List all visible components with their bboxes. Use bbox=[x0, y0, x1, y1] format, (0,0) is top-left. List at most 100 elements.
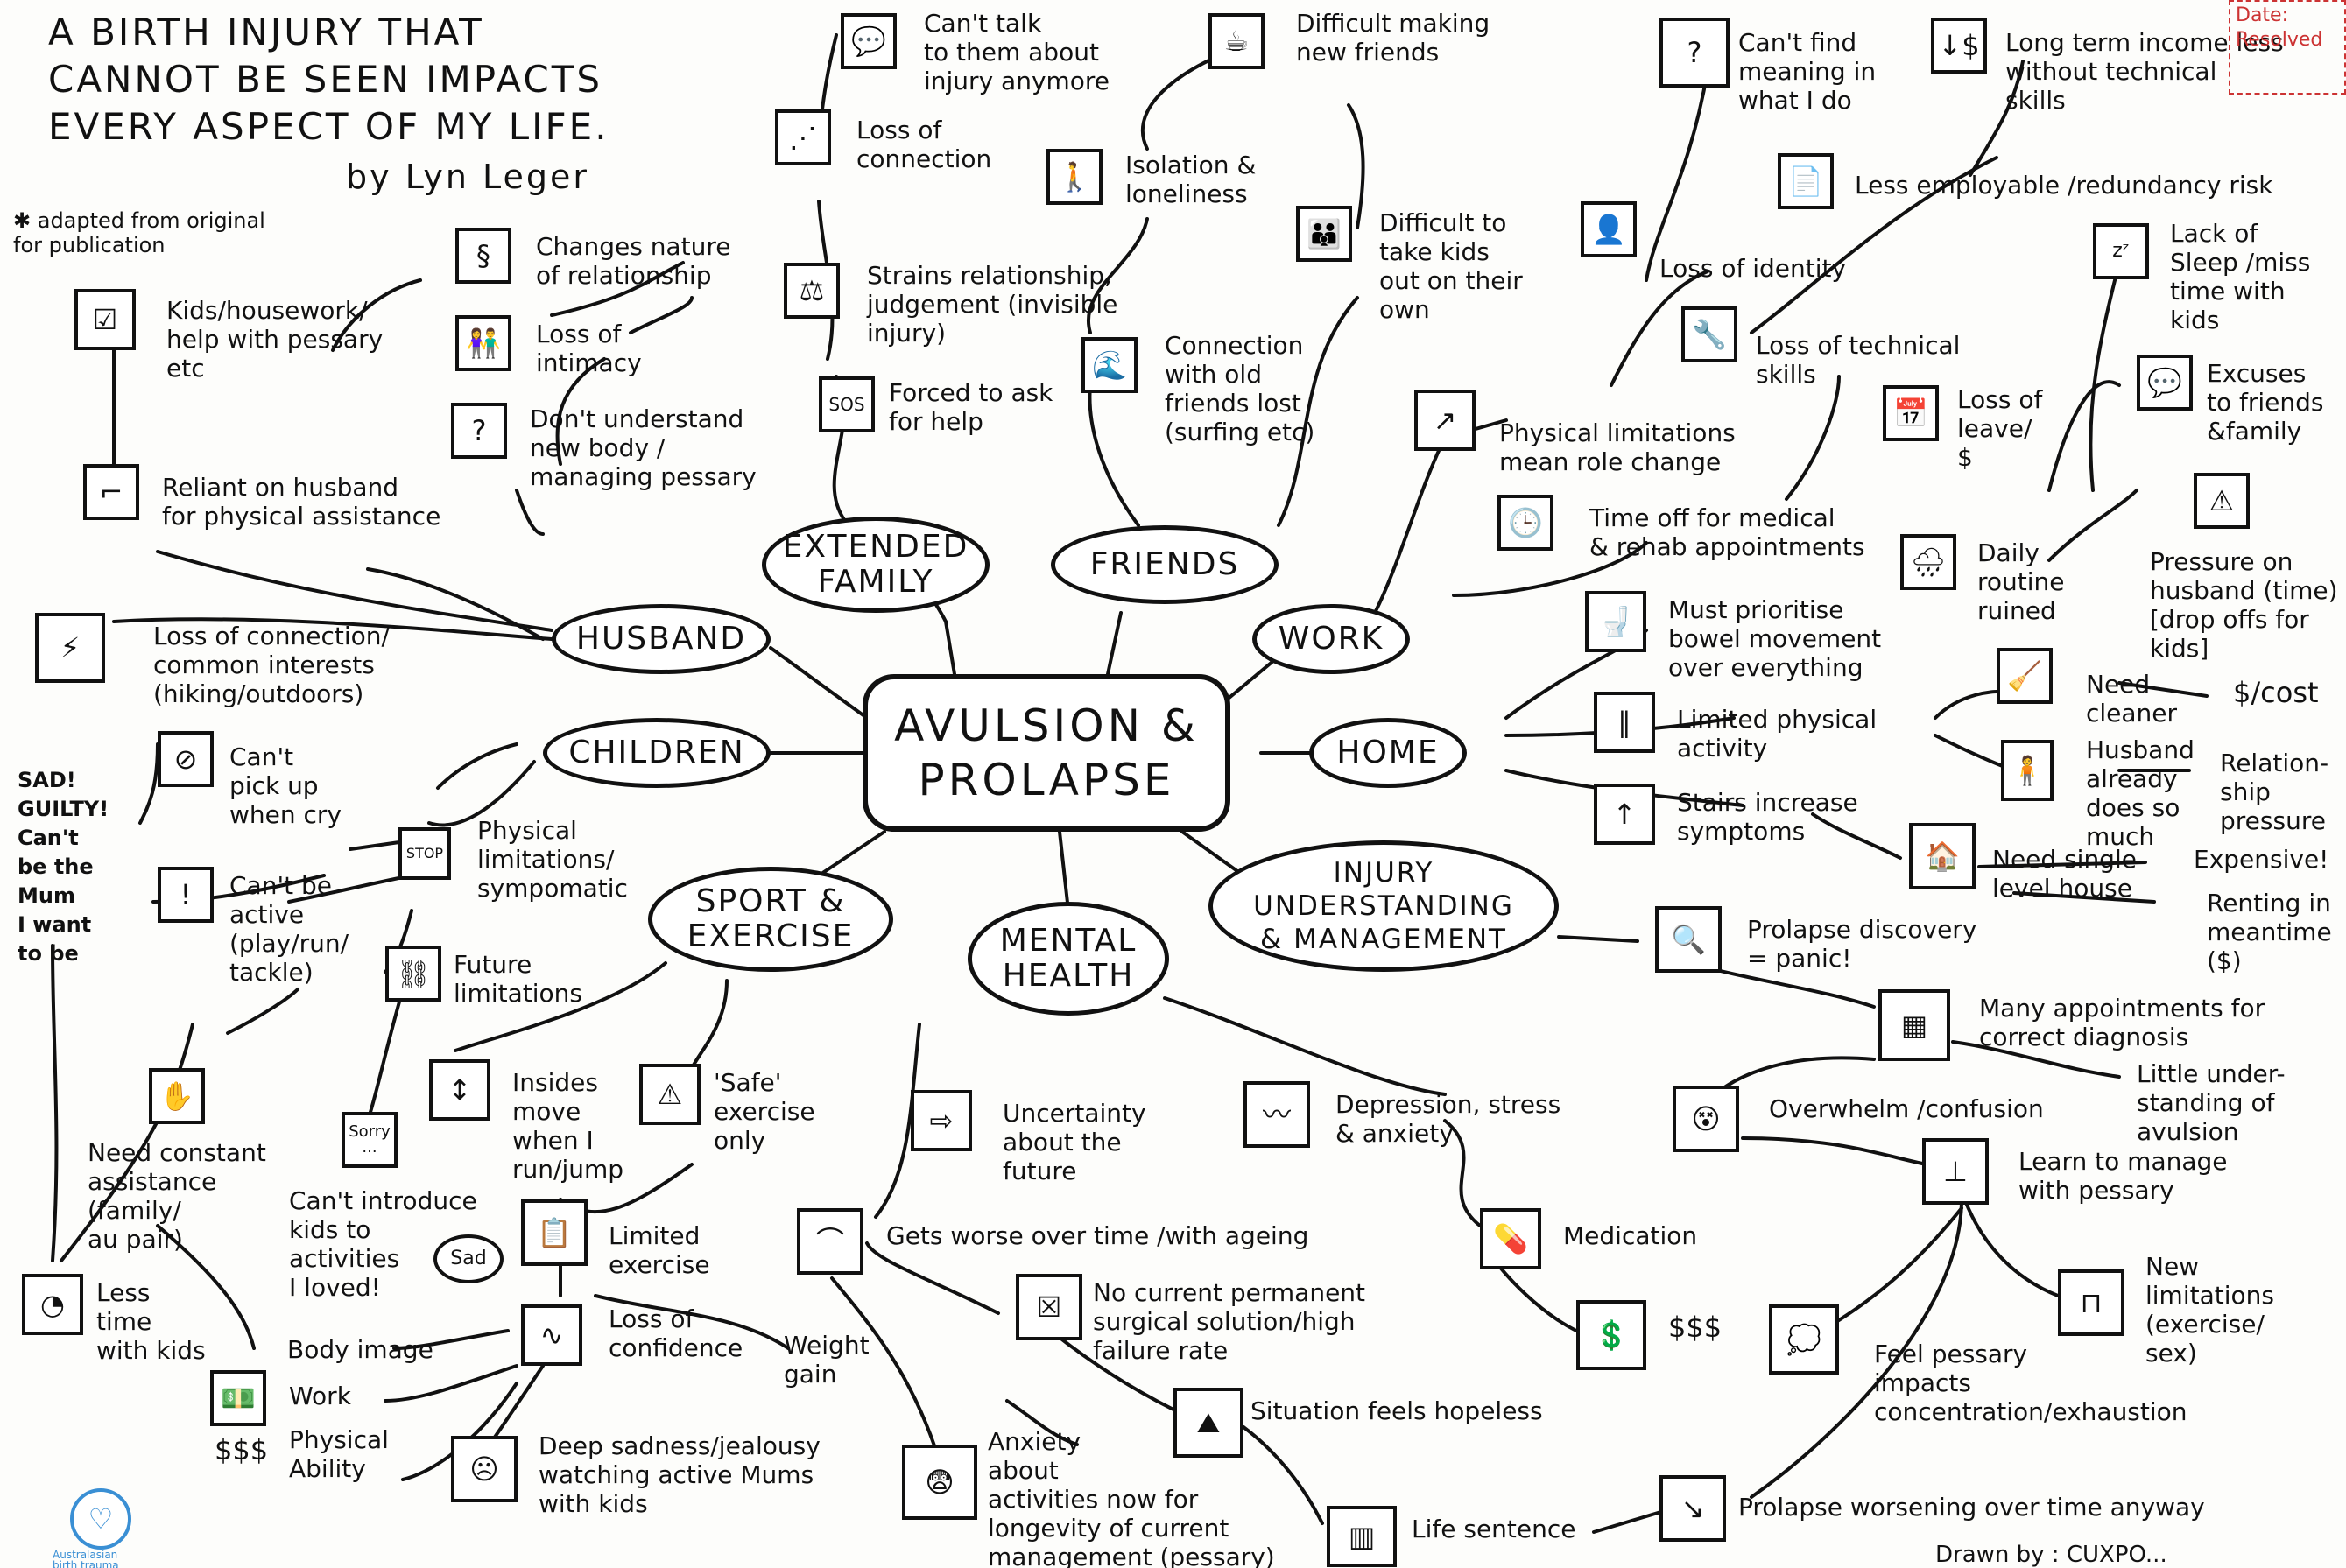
node-less-time: Less time with kids bbox=[96, 1278, 206, 1365]
branch-work: WORK bbox=[1252, 604, 1410, 674]
node-feel-pessary: Feel pessary impacts concentration/exhau… bbox=[1874, 1339, 2187, 1426]
node-uncertainty: Uncertainty about the future bbox=[1003, 1099, 1146, 1185]
node-forced-ask: Forced to ask for help bbox=[889, 378, 1053, 436]
resume-icon: 📄 bbox=[1778, 153, 1834, 209]
node-changes-nature: Changes nature of relationship bbox=[536, 232, 731, 290]
branch-children: CHILDREN bbox=[543, 718, 771, 788]
node-kids-housework: Kids/housework/ help with pessary etc bbox=[166, 296, 384, 383]
node-reliant: Reliant on husband for physical assistan… bbox=[162, 473, 441, 531]
node-loss-common: Loss of connection/ common interests (hi… bbox=[153, 622, 390, 708]
sad-water-icon: ☹ bbox=[451, 1436, 518, 1502]
node-learn-manage: Learn to manage with pessary bbox=[2018, 1147, 2228, 1205]
person-icon: 👤 bbox=[1581, 201, 1637, 257]
node-no-current: No current permanent surgical solution/h… bbox=[1093, 1278, 1366, 1365]
node-difficult-friends: Difficult making new friends bbox=[1296, 9, 1490, 67]
appointments-icon: ▦ bbox=[1878, 989, 1950, 1061]
node-insides-move: Insides move when I run/jump bbox=[512, 1068, 624, 1184]
node-little-understanding: Little under- standing of avulsion bbox=[2137, 1059, 2286, 1146]
legs-icon: ∥ bbox=[1594, 692, 1655, 753]
node-anxiety: Anxiety about activities now for longevi… bbox=[988, 1427, 1275, 1568]
squiggle-icon: § bbox=[455, 228, 511, 284]
node-limited-exercise: Limited exercise bbox=[609, 1221, 710, 1279]
road-question-icon: ? bbox=[1659, 18, 1730, 88]
couple-icon: 👫 bbox=[455, 315, 511, 371]
node-time-off: Time off for medical & rehab appointment… bbox=[1589, 503, 1865, 561]
chain-icon: ⛓ bbox=[385, 946, 441, 1002]
timer-icon: ◔ bbox=[22, 1274, 83, 1335]
arrows-icon: ↕ bbox=[429, 1059, 490, 1121]
broken-connection-icon: ⚡ bbox=[35, 613, 105, 683]
stairs-up-icon: ↑ bbox=[1594, 784, 1655, 845]
sos-icon: SOS bbox=[819, 376, 875, 432]
speech-bubble-icon: 💬 bbox=[841, 13, 897, 69]
node-weight-gain: Weight gain bbox=[784, 1331, 870, 1389]
node-future-limitations: Future limitations bbox=[454, 950, 582, 1008]
node-less-employable: Less employable /redundancy risk bbox=[1855, 171, 2273, 200]
node-loss-technical: Loss of technical skills bbox=[1756, 331, 1961, 389]
node-dont-understand: Don't understand new body / managing pes… bbox=[530, 404, 757, 491]
node-prolapse-worsening: Prolapse worsening over time anyway bbox=[1738, 1493, 2205, 1522]
node-new-limitations: New limitations (exercise/ sex) bbox=[2145, 1252, 2274, 1368]
speech-icon: 💬 bbox=[2137, 355, 2193, 411]
node-safe-exercise: 'Safe' exercise only bbox=[714, 1068, 815, 1155]
branch-injury-understanding: INJURY UNDERSTANDING & MANAGEMENT bbox=[1208, 840, 1559, 972]
drawn-by-credit: Drawn by : CUXPO... bbox=[1935, 1542, 2167, 1568]
coffee-cup-icon: ☕ bbox=[1208, 13, 1265, 69]
house-icon: 🏠 bbox=[1909, 823, 1976, 889]
node-loss-leave: Loss of leave/ $ bbox=[1957, 385, 2043, 472]
node-deep-sadness: Deep sadness/jealousy watching active Mu… bbox=[539, 1431, 821, 1518]
node-need-constant: Need constant assistance (family/ au pai… bbox=[88, 1138, 266, 1254]
thought-bubble-icon: 💭 bbox=[1769, 1304, 1839, 1375]
pessary-icon: ⊥ bbox=[1922, 1138, 1989, 1205]
warning-icon: ⚠ bbox=[639, 1064, 701, 1125]
anxious-face-icon: 😨 bbox=[902, 1445, 977, 1520]
node-work-small: Work bbox=[289, 1382, 351, 1410]
title-byline: by Lyn Leger bbox=[346, 158, 590, 196]
arrow-dollar-icon: ↓$ bbox=[1931, 18, 1987, 74]
branch-sport-exercise: SPORT & EXERCISE bbox=[648, 867, 893, 972]
node-depression: Depression, stress & anxiety bbox=[1335, 1090, 1561, 1148]
family-icon: 👪 bbox=[1296, 206, 1352, 262]
node-dollars-med: $$$ bbox=[1668, 1311, 1723, 1344]
node-must-prioritise: Must prioritise bowel movement over ever… bbox=[1668, 595, 1882, 682]
husband-figure-icon: 🧍 bbox=[2001, 740, 2054, 801]
prison-bars-icon: ▥ bbox=[1327, 1506, 1397, 1567]
stairs-icon: ⌐ bbox=[83, 464, 139, 520]
exclamation-icon: ! bbox=[158, 867, 214, 923]
branch-mental-health: MENTAL HEALTH bbox=[968, 902, 1169, 1016]
node-dollars-small: $$$ bbox=[215, 1433, 269, 1466]
node-physical-limitations-kids: Physical limitations/ sympomatic bbox=[477, 816, 628, 903]
question-icon: ? bbox=[451, 403, 507, 459]
magnifier-icon: 🔍 bbox=[1655, 906, 1722, 973]
decline-graph-icon: ↘ bbox=[1659, 1475, 1726, 1542]
node-hopeless: Situation feels hopeless bbox=[1250, 1396, 1543, 1425]
node-pressure-husband: Pressure on husband (time) [drop offs fo… bbox=[2150, 547, 2338, 663]
mountain-icon: ⛰ bbox=[1173, 1388, 1243, 1458]
node-relationship-pressure: Relation- ship pressure bbox=[2220, 749, 2329, 835]
overwhelmed-face-icon: 😵 bbox=[1673, 1086, 1739, 1152]
stop-sign-icon: STOP bbox=[398, 827, 451, 880]
scales-icon: ⚖ bbox=[784, 263, 840, 319]
adapted-note: ✱ adapted from original for publication bbox=[13, 208, 265, 257]
branch-extended-family: EXTENDED FAMILY bbox=[762, 517, 990, 613]
sleep-icon: zᶻ bbox=[2093, 223, 2149, 279]
node-limited-physical: Limited physical activity bbox=[1677, 705, 1878, 763]
node-stairs: Stairs increase symptoms bbox=[1677, 788, 1858, 846]
node-cant-introduce: Can't introduce kids to activities I lov… bbox=[289, 1186, 477, 1302]
logo-text: Australasian birth trauma bbox=[53, 1549, 119, 1568]
page-title: A BIRTH INJURY THAT CANNOT BE SEEN IMPAC… bbox=[48, 11, 609, 148]
node-difficult-kids: Difficult to take kids out on their own bbox=[1379, 208, 1523, 324]
clock-icon: 🕒 bbox=[1497, 495, 1553, 551]
branch-husband: HUSBAND bbox=[552, 604, 771, 674]
node-expensive: Expensive! bbox=[2194, 845, 2329, 874]
branch-friends: FRIENDS bbox=[1051, 525, 1279, 604]
wrench-icon: 🔧 bbox=[1681, 306, 1737, 362]
prohibited-icon: ⊘ bbox=[158, 731, 214, 787]
toilet-icon: 🚽 bbox=[1585, 591, 1646, 652]
arrow-right-icon: ⇨ bbox=[911, 1090, 972, 1151]
node-lack-sleep: Lack of Sleep /miss time with kids bbox=[2170, 219, 2311, 334]
node-prolapse-discovery: Prolapse discovery = panic! bbox=[1747, 915, 1977, 973]
branch-home: HOME bbox=[1309, 718, 1467, 788]
node-need-cleaner: Need cleaner bbox=[2086, 670, 2178, 728]
